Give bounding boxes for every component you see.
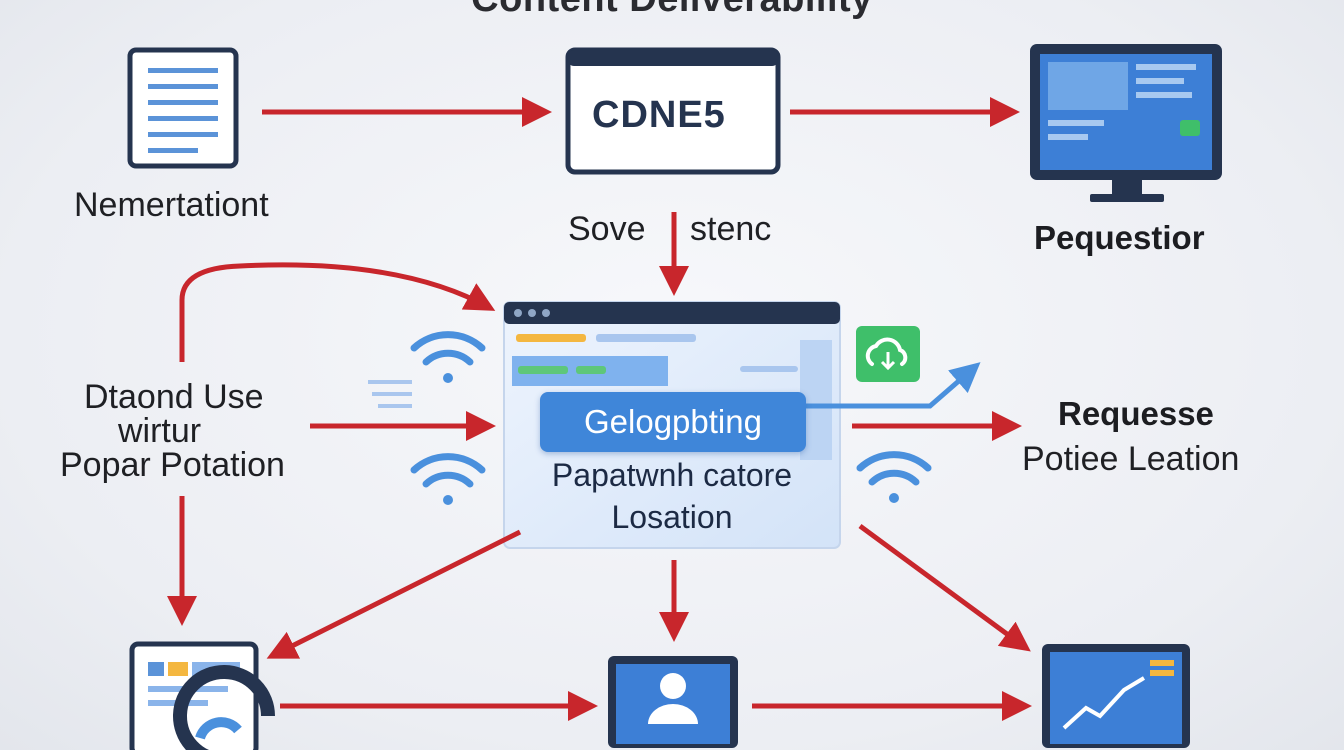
wifi-icon — [856, 451, 932, 503]
center-pill-label: Gelogpbting — [584, 403, 762, 440]
cloud-sync-icon — [856, 326, 920, 382]
left-label-line3: Popar Potation — [60, 446, 285, 484]
diagram-title: Content Deliverability — [0, 0, 1344, 21]
request-top-right-label: Pequestior — [1034, 219, 1205, 256]
arrow-panel-to-bottom-right — [858, 523, 1031, 652]
signal-lines — [368, 380, 412, 408]
arrow-curve-to-panel — [179, 262, 496, 362]
center-pill-badge: Gelogpbting — [540, 392, 806, 452]
monitor-dashboard-icon — [1030, 44, 1222, 202]
refresh-icon — [173, 665, 275, 750]
left-label-line2: wirtur — [118, 412, 202, 450]
cdn-label: CDNE5 — [592, 94, 726, 136]
stenc-label: stenc — [690, 210, 772, 248]
wifi-icon — [410, 453, 486, 505]
arrow-panel-to-bottom-left — [266, 529, 522, 659]
sove-label: Sove — [568, 210, 646, 248]
left-label-line1: Dtaond Use — [84, 378, 264, 416]
right-label-line2: Potiee Leation — [1022, 440, 1240, 478]
flow-arrows — [167, 97, 1032, 721]
center-text-line1: Papatwnh catore — [551, 457, 793, 493]
wifi-icon — [410, 331, 486, 383]
documentation-label: Nemertationt — [74, 186, 269, 224]
monitor-user-icon — [608, 656, 738, 748]
browser-window-icon — [565, 47, 781, 175]
trend-arrow-icon — [806, 362, 981, 409]
monitor-chart-icon — [1042, 644, 1190, 748]
center-text-line2: Losation — [611, 499, 733, 535]
document-card-icon — [129, 641, 259, 750]
right-label-line1: Requesse — [1058, 395, 1214, 432]
document-icon — [127, 47, 239, 169]
